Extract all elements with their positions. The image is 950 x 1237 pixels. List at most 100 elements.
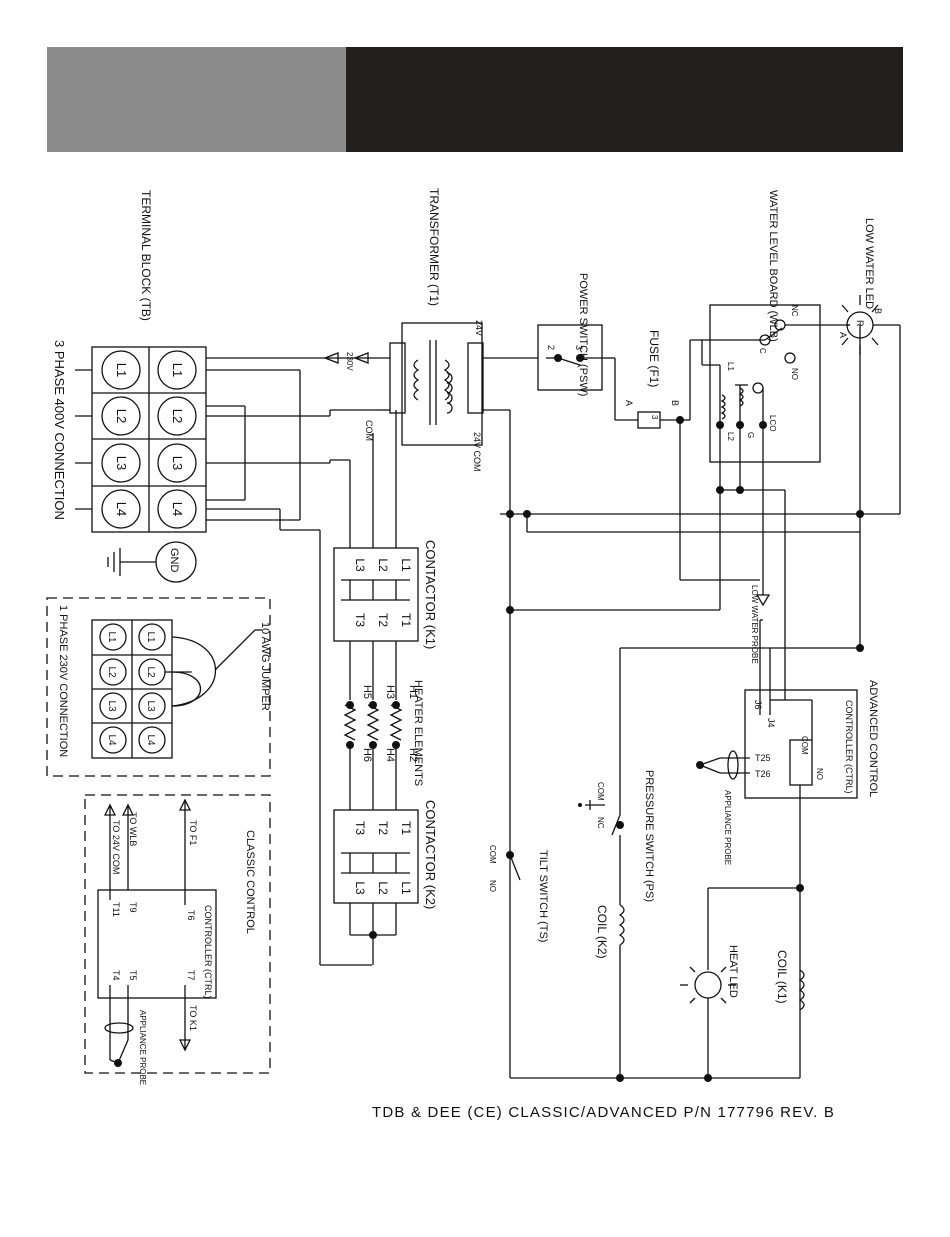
label-fuse: FUSE (F1) — [647, 330, 661, 387]
contactor-k1 — [333, 547, 419, 642]
diagram-caption: TDB & DEE (CE) CLASSIC/ADVANCED P/N 1777… — [372, 1104, 836, 1121]
label-contactor-k1: CONTACTOR (K1) — [423, 540, 438, 649]
label-ts-com: COM — [488, 845, 497, 864]
coil-k2 — [618, 904, 625, 946]
label-fuse-a: A — [624, 400, 634, 406]
k1-input-label: L3 — [353, 558, 367, 572]
tb-terminal-l1-left — [101, 350, 141, 390]
label-com: COM — [364, 420, 374, 441]
label-l1: L1 — [726, 362, 735, 371]
tb-left-label: L4 — [114, 502, 129, 516]
label-led-r: R — [855, 320, 865, 327]
k2-output-label: L1 — [399, 881, 413, 895]
label-controller-ctrl: CONTROLLER (CTRL) — [844, 700, 854, 794]
label-c: C — [758, 348, 767, 354]
tb-terminal-l3-right — [157, 443, 197, 483]
k2-input-label: T1 — [399, 821, 413, 835]
tb-left-label: L1 — [114, 363, 129, 377]
label-fuse-3: 3 — [650, 415, 659, 420]
water-level-board — [709, 304, 821, 463]
label-contactor-k2: CONTACTOR (K2) — [423, 800, 438, 909]
tb-terminal-l3-left — [101, 443, 141, 483]
label-24v-com: 24V COM — [472, 432, 482, 472]
transformer — [401, 322, 483, 446]
k1-output-label: T3 — [353, 613, 367, 627]
classic-control-box — [84, 794, 271, 1074]
label-ts-no: NO — [488, 880, 497, 892]
k1-input-label: L1 — [399, 558, 413, 572]
label-t6: T6 — [186, 910, 196, 921]
contactor-k2 — [333, 809, 419, 904]
heater-bottom-label: H2 — [407, 748, 419, 762]
label-gnd: GND — [168, 548, 180, 573]
one-phase-right-label: L4 — [145, 734, 156, 746]
one-phase-box — [46, 597, 271, 777]
label-advanced-control: ADVANCED CONTROL — [867, 680, 879, 797]
k2-input-label: T2 — [376, 821, 390, 835]
tb-terminal-l2-left — [101, 396, 141, 436]
label-j4: J4 — [766, 718, 776, 728]
label-terminal-block: TERMINAL BLOCK (TB) — [139, 190, 153, 321]
label-tilt-switch: TILT SWITCH (TS) — [537, 850, 549, 942]
k2-output-label: L2 — [376, 881, 390, 895]
label-to-wlb: TO WLB — [128, 812, 138, 846]
k1-output-label: T2 — [376, 613, 390, 627]
label-ps-nc: NC — [596, 817, 605, 829]
label-jumper: 10 AWG JUMPER — [259, 622, 271, 711]
one-phase-left-label: L4 — [106, 734, 117, 746]
label-psw-2: 2 — [546, 345, 556, 350]
heater-bottom-label: H4 — [384, 748, 396, 762]
label-appliance-probe: APPLIANCE PROBE — [723, 790, 732, 865]
label-t4: T4 — [111, 970, 121, 981]
label-24v: 24V — [474, 320, 484, 336]
one-phase-left-label: L2 — [106, 666, 117, 678]
heater-top-label: H5 — [361, 685, 373, 699]
one-phase-right-label: L3 — [145, 700, 156, 712]
label-led-a: A — [838, 332, 848, 338]
heat-led — [694, 971, 722, 999]
label-t5: T5 — [128, 970, 138, 981]
tb-right-label: L4 — [170, 502, 185, 516]
label-g: G — [746, 432, 755, 438]
label-no: NO — [790, 368, 799, 380]
label-to-24v-com: TO 24V COM — [111, 820, 121, 874]
heater-bottom-label: H6 — [361, 748, 373, 762]
label-t25: T25 — [755, 753, 771, 763]
label-t7: T7 — [186, 970, 196, 981]
advanced-control — [744, 689, 858, 799]
label-psw-3: 3 — [574, 345, 584, 350]
k2-input-label: T3 — [353, 821, 367, 835]
tb-right-label: L3 — [170, 456, 185, 470]
label-lco: LCO — [768, 415, 777, 431]
one-phase-left-label: L1 — [106, 631, 117, 643]
heater-top-label: H3 — [384, 685, 396, 699]
k2-output-label: L3 — [353, 881, 367, 895]
label-low-water-probe: LOW WATER PROBE — [750, 585, 759, 664]
label-led-b: B — [873, 308, 883, 314]
tb-terminal-l2-right — [157, 396, 197, 436]
header-gray-band — [47, 47, 346, 152]
label-heat-led: HEAT LED — [727, 945, 739, 998]
k1-input-label: L2 — [376, 558, 390, 572]
tb-terminal-l4-left — [101, 489, 141, 529]
label-pressure-switch: PRESSURE SWITCH (PS) — [643, 770, 655, 902]
label-appliance-probe-classic: APPLIANCE PROBE — [138, 1010, 147, 1085]
label-j6: J6 — [753, 700, 763, 710]
label-t11: T11 — [111, 902, 121, 917]
label-controller-classic: CONTROLLER (CTRL) — [203, 905, 213, 999]
label-one-phase: 1 PHASE 230V CONNECTION — [57, 605, 69, 757]
tb-left-label: L2 — [114, 409, 129, 423]
label-fuse-b: B — [670, 400, 680, 406]
label-to-k1: TO K1 — [188, 1005, 198, 1031]
label-230v: 230V — [345, 352, 354, 371]
label-to-f1: TO F1 — [188, 820, 198, 845]
one-phase-right-label: L1 — [145, 631, 156, 643]
label-power-switch: POWER SWITCH (PSW) — [577, 273, 589, 396]
tb-right-label: L2 — [170, 409, 185, 423]
coil-k1 — [798, 969, 805, 1011]
one-phase-left-label: L3 — [106, 700, 117, 712]
tb-right-label: L1 — [170, 363, 185, 377]
label-ps-com: COM — [596, 782, 605, 801]
tb-left-label: L3 — [114, 456, 129, 470]
